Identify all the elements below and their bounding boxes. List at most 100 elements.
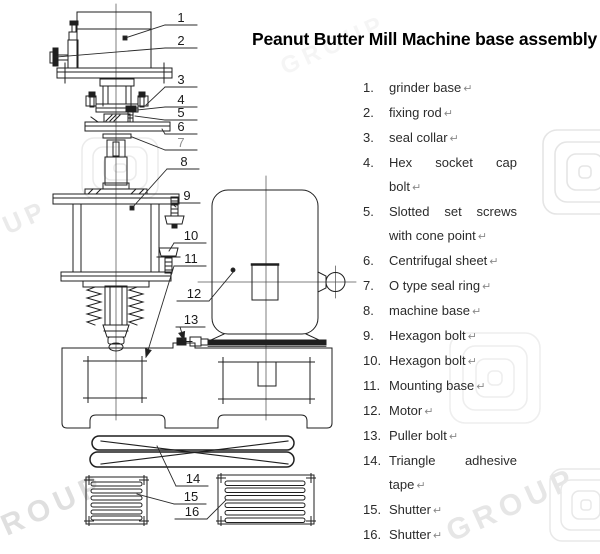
callout-number: 5 — [177, 105, 184, 120]
part-number: 9. — [363, 328, 374, 343]
part-label-text: Triangle adhesive — [389, 453, 517, 468]
part-label-line: Hexagon bolt↵ — [389, 324, 517, 349]
part-label-text: Shutter — [389, 502, 431, 517]
hexagon-bolt-9-part — [164, 196, 185, 229]
part-number: 11. — [363, 378, 381, 393]
return-mark: ↵ — [467, 355, 477, 368]
list-item: 7. O type seal ring↵ — [363, 274, 523, 299]
callout-3: 3 — [145, 72, 198, 106]
part-label-text: fixing rod — [389, 105, 442, 120]
part-number: 3. — [363, 130, 374, 145]
part-label: O type seal ring↵ — [389, 274, 517, 299]
parts-list: 1.grinder base↵2.fixing rod↵3.seal colla… — [363, 76, 523, 548]
callout-7: 7 — [131, 135, 198, 151]
part-label: Centrifugal sheet↵ — [389, 249, 517, 274]
callout-number: 16 — [185, 504, 199, 519]
callout-number: 13 — [184, 312, 198, 327]
centrifugal-sheet-part — [84, 113, 171, 132]
part-number: 12. — [363, 403, 382, 418]
spring-bolt-part — [85, 285, 145, 352]
callout-number: 8 — [180, 154, 187, 169]
return-mark: ↵ — [471, 305, 482, 318]
part-label: Puller bolt↵ — [389, 424, 517, 449]
page-title: Peanut Butter Mill Machine base assembly — [252, 29, 598, 49]
adhesive-tape-part — [89, 435, 295, 468]
return-mark: ↵ — [482, 280, 492, 293]
callout-8: 8 — [129, 154, 200, 211]
part-label-line: Shutter↵ — [389, 498, 517, 523]
part-label-line: Hexagon bolt↵ — [389, 349, 517, 374]
puller-bolt-part — [176, 336, 209, 347]
part-label-text: Shutter — [389, 527, 431, 542]
hexagon-bolt-10-part — [156, 247, 181, 274]
part-label-line: fixing rod↵ — [389, 101, 517, 126]
mounting-base-part — [61, 342, 333, 429]
part-label: Motor↵ — [389, 399, 517, 424]
list-item: 12. Motor↵ — [363, 399, 523, 424]
seal-collar-part — [85, 78, 149, 113]
part-label-text: O type seal ring — [389, 278, 481, 293]
callout-13: 13 — [175, 312, 206, 342]
part-number: 13. — [363, 428, 382, 443]
watermark-spiral-top-right — [542, 129, 600, 215]
part-label-text: Centrifugal sheet — [389, 253, 488, 268]
part-label-text: bolt — [389, 179, 410, 194]
part-number: 14. — [363, 453, 382, 468]
part-label-text: grinder base — [389, 80, 462, 95]
return-mark: ↵ — [448, 430, 459, 443]
part-label-line: Hex socket cap — [389, 151, 517, 175]
part-label-text: Hex socket cap — [389, 155, 517, 170]
return-mark: ↵ — [467, 330, 477, 343]
part-label-line: tape↵ — [389, 473, 517, 498]
callout-number: 7 — [177, 135, 184, 150]
return-mark: ↵ — [463, 82, 473, 95]
part-number: 7. — [363, 278, 374, 293]
callout-number: 10 — [184, 228, 198, 243]
list-item: 6.Centrifugal sheet↵ — [363, 249, 523, 274]
callout-number: 11 — [184, 251, 198, 266]
part-label-text: with cone point — [389, 228, 476, 243]
return-mark: ↵ — [432, 529, 443, 542]
callout-16: 16 — [174, 499, 227, 520]
part-label-line: Mounting base↵ — [389, 374, 517, 399]
part-label: Hexagon bolt↵ — [389, 324, 517, 349]
part-label-line: Motor↵ — [389, 399, 517, 424]
part-label: Shutter↵ — [389, 498, 517, 523]
return-mark: ↵ — [449, 132, 459, 145]
part-label-line: grinder base↵ — [389, 76, 517, 101]
part-label: seal collar↵ — [389, 126, 517, 151]
part-label: Triangle adhesive tape↵ — [389, 449, 517, 498]
part-label-line: Centrifugal sheet↵ — [389, 249, 517, 274]
part-label-line: Puller bolt↵ — [389, 424, 517, 449]
callout-14: 14 — [156, 445, 209, 487]
part-label-line: bolt↵ — [389, 175, 517, 200]
part-number: 16. — [363, 527, 382, 542]
part-label: grinder base↵ — [389, 76, 517, 101]
list-item: 16. Shutter↵ — [363, 523, 523, 548]
list-item: 1.grinder base↵ — [363, 76, 523, 101]
watermark-spiral-mid-right — [449, 332, 541, 424]
callout-number: 2 — [177, 33, 184, 48]
part-number: 4. — [363, 155, 374, 170]
callout-5: 5 — [134, 105, 198, 121]
list-item: 3. seal collar↵ — [363, 126, 523, 151]
callout-11: 11 — [145, 251, 207, 359]
part-label-text: machine base — [389, 303, 470, 318]
list-item: 8.machine base↵ — [363, 299, 523, 324]
callout-10: 10 — [168, 228, 207, 252]
return-mark: ↵ — [489, 255, 499, 268]
part-label-line: Slotted set screws — [389, 200, 517, 224]
callout-number: 12 — [187, 286, 201, 301]
callout-12: 12 — [176, 267, 236, 302]
part-label-text: Hexagon bolt — [389, 328, 466, 343]
part-label-line: Triangle adhesive — [389, 449, 517, 473]
return-mark: ↵ — [432, 504, 443, 517]
callout-number: 4 — [177, 92, 184, 107]
callout-15: 15 — [136, 489, 207, 505]
callout-number: 15 — [184, 489, 198, 504]
